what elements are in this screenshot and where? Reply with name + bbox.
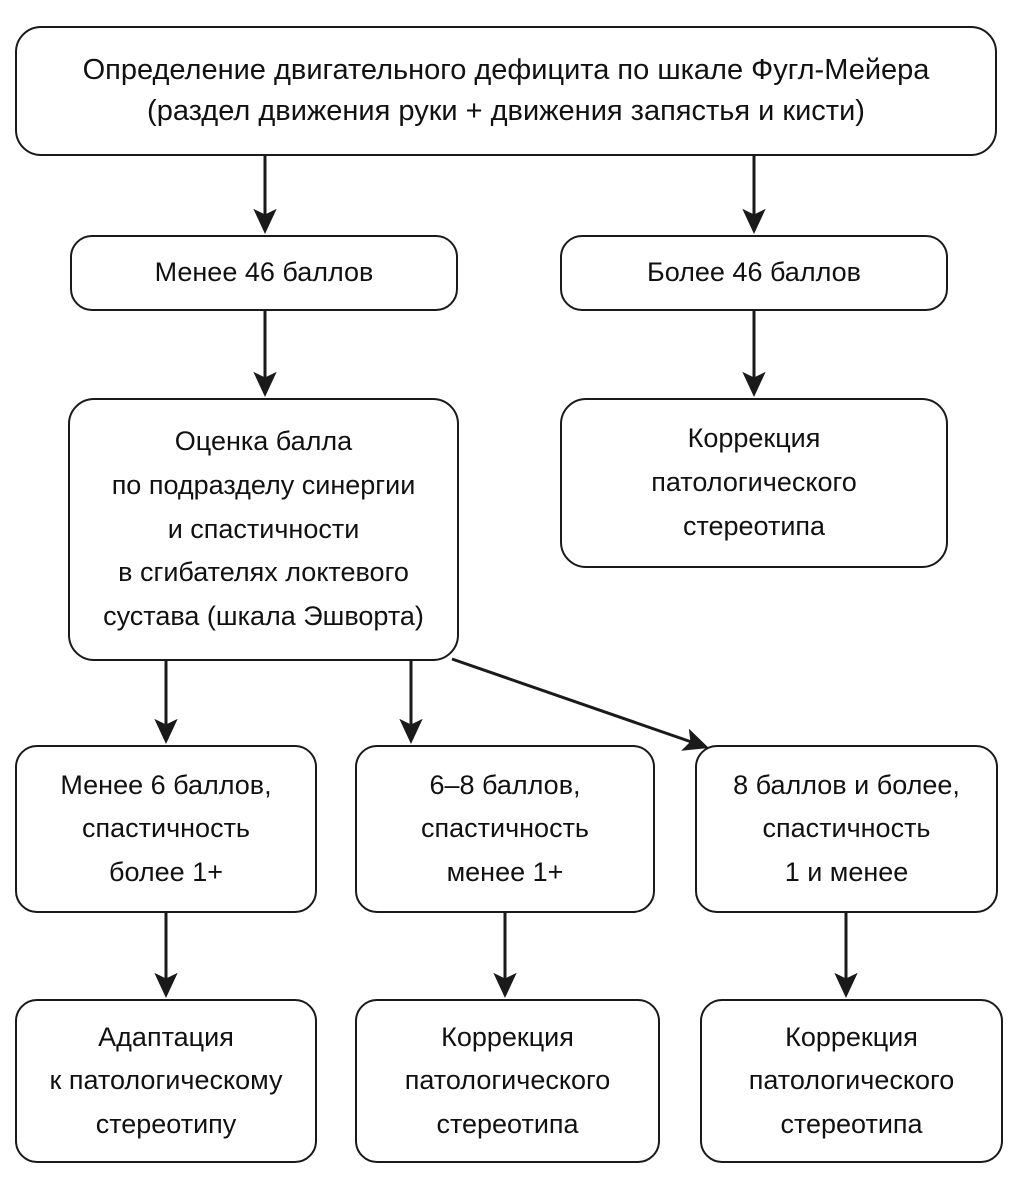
node-more-than-46-points[interactable]: Более 46 баллов — [560, 235, 948, 311]
node-adaptation-to-pathological-stereotype[interactable]: Адаптация к патологическому стереотипу — [15, 999, 317, 1163]
node-less-than-46-points[interactable]: Менее 46 баллов — [70, 235, 458, 311]
node-label: Адаптация к патологическому стереотипу — [49, 1022, 283, 1139]
node-synergy-spasticity-assessment[interactable]: Оценка балла по подразделу синергии и сп… — [68, 398, 459, 661]
node-label: Коррекция патологического стереотипа — [651, 423, 857, 541]
node-label: Менее 6 баллов, спастичность более 1+ — [60, 770, 272, 887]
node-label: 6–8 баллов, спастичность менее 1+ — [420, 770, 589, 887]
node-correction-pathological-stereotype-bottom-right[interactable]: Коррекция патологического стереотипа — [700, 999, 1003, 1163]
node-correction-pathological-stereotype-middle[interactable]: Коррекция патологического стереотипа — [355, 999, 660, 1163]
node-8-points-and-more-spasticity-1-and-less[interactable]: 8 баллов и более, спастичность 1 и менее — [695, 745, 998, 913]
node-less-than-6-points-spasticity-above-1plus[interactable]: Менее 6 баллов, спастичность более 1+ — [15, 745, 317, 913]
edge-assess-to-lvl3 — [451, 657, 709, 751]
node-fugl-meyer-assessment[interactable]: Определение двигательного дефицита по шк… — [15, 26, 997, 156]
node-label: Определение двигательного дефицита по шк… — [82, 53, 930, 127]
node-label: Коррекция патологического стереотипа — [748, 1022, 955, 1139]
node-correction-pathological-stereotype-right[interactable]: Коррекция патологического стереотипа — [560, 398, 948, 568]
node-6-to-8-points-spasticity-below-1plus[interactable]: 6–8 баллов, спастичность менее 1+ — [355, 745, 655, 913]
node-label: Оценка балла по подразделу синергии и сп… — [103, 426, 424, 632]
node-label: Коррекция патологического стереотипа — [404, 1022, 611, 1139]
node-label: 8 баллов и более, спастичность 1 и менее — [733, 770, 960, 887]
node-label: Более 46 баллов — [647, 257, 861, 288]
node-label: Менее 46 баллов — [154, 257, 374, 288]
